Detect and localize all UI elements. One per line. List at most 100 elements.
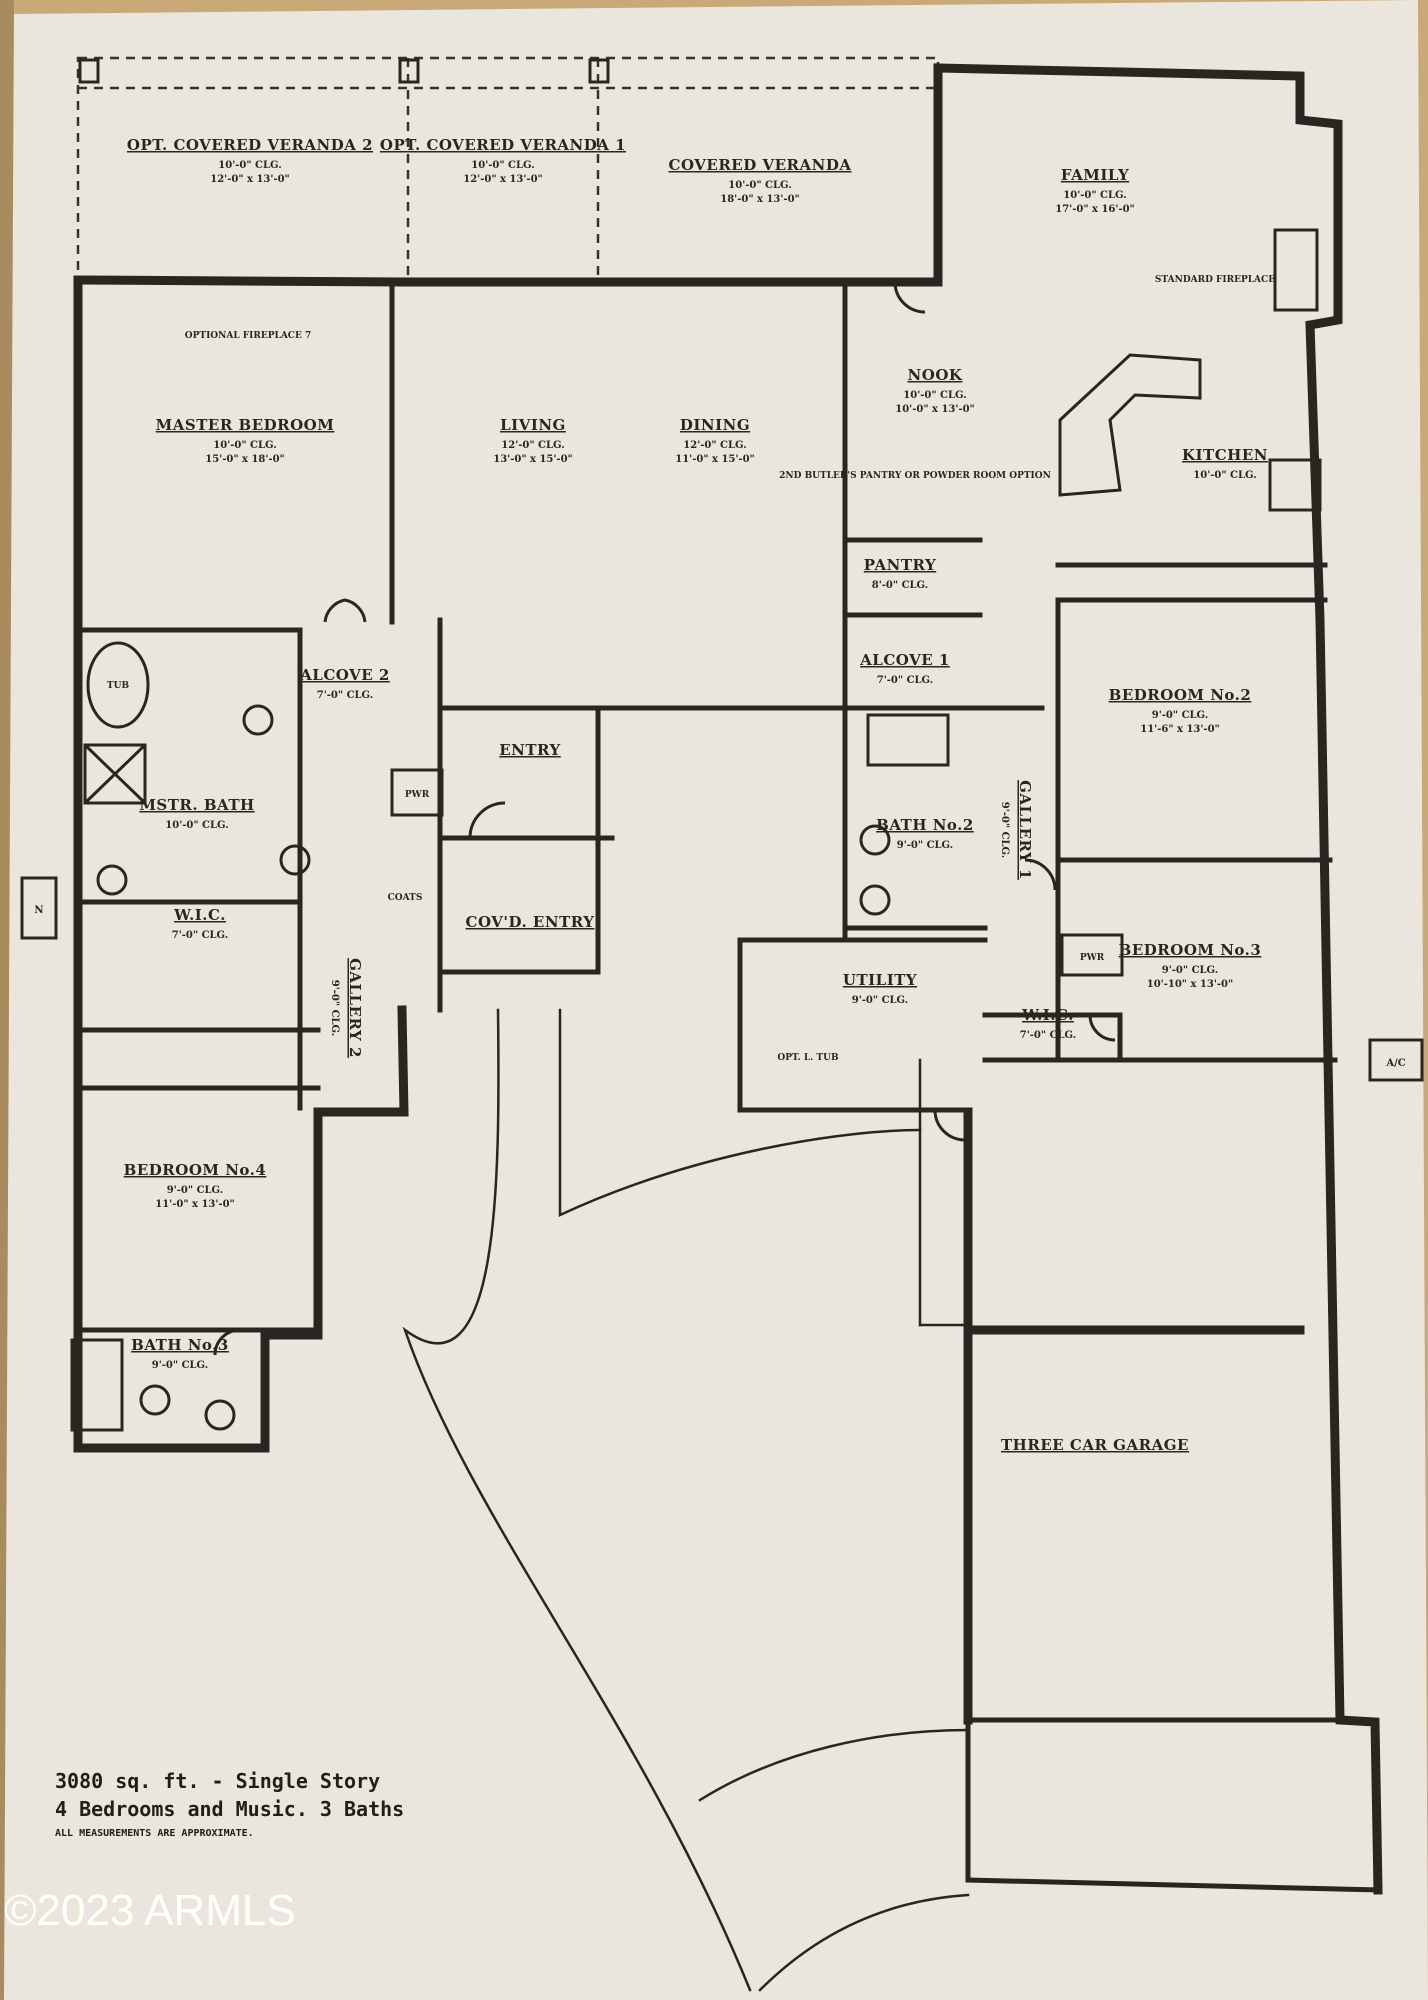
room-name-label: BATH No.3	[131, 1336, 229, 1354]
standard-fireplace-note: STANDARD FIREPLACE	[1155, 275, 1275, 285]
room-utility: UTILITY 9'-0" CLG.	[843, 971, 917, 1006]
room-dims-label: 10'-0" x 13'-0"	[895, 404, 975, 415]
room-veranda-opt-2: OPT. COVERED VERANDA 2 10'-0" CLG. 12'-0" …	[127, 136, 373, 185]
room-name-label: ENTRY	[499, 741, 561, 759]
watermark: ©2023 ARMLS	[4, 1886, 296, 1935]
tub-label: TUB	[107, 681, 130, 691]
room-living: LIVING 12'-0" CLG. 13'-0" x 15'-0"	[493, 416, 573, 465]
room-size-label: 10'-0" CLG.	[903, 390, 966, 401]
room-kitchen: KITCHEN 10'-0" CLG.	[1182, 446, 1268, 481]
room-bedroom-2: BEDROOM No.29'-0" CLG.11'-6" x 13'-0"	[1109, 686, 1251, 735]
room-size-label: 10'-0" CLG.	[728, 180, 791, 191]
summary-line-1: 3080 sq. ft. - Single Story	[55, 1769, 380, 1793]
room-dims-label: 11'-0" x 15'-0"	[675, 454, 755, 465]
paper-shadow-left	[0, 0, 14, 2000]
room-name-label: W.I.C.	[1021, 1006, 1074, 1024]
room-size-label: 10'-0" CLG.	[213, 440, 276, 451]
room-name-label: KITCHEN	[1182, 446, 1268, 464]
summary-line-3: ALL MEASUREMENTS ARE APPROXIMATE.	[55, 1828, 254, 1839]
room-name-label: BEDROOM No.4	[124, 1161, 267, 1179]
room-size-label: 10'-0" CLG.	[471, 160, 534, 171]
room-name-label: MASTER BEDROOM	[156, 416, 335, 434]
room-name-label: W.I.C.	[173, 906, 226, 924]
exterior-walls	[73, 63, 1383, 1895]
room-dining: DINING 12'-0" CLG. 11'-0" x 15'-0"	[675, 416, 755, 465]
room-veranda-opt-1: OPT. COVERED VERANDA 110'-0" CLG.12'-0" …	[380, 136, 626, 185]
room-alcove-1: ALCOVE 1 7'-0" CLG.	[859, 651, 950, 686]
fixtures	[70, 228, 1322, 1432]
room-labels: OPT. COVERED VERANDA 2 10'-0" CLG. 12'-0" …	[124, 136, 1268, 1454]
room-dims-label: 12'-0" x 13'-0"	[210, 174, 290, 185]
room-wic-master: W.I.C. 7'-0" CLG.	[172, 906, 228, 941]
room-size-label: 10'-0" CLG.	[218, 160, 281, 171]
room-entry: ENTRY	[499, 741, 561, 759]
room-gallery-1: GALLERY 19'-0" CLG.	[999, 780, 1034, 880]
opt-tub-label: OPT. L. TUB	[777, 1053, 839, 1063]
room-pantry: PANTRY 8'-0" CLG.	[864, 556, 936, 591]
room-wic-3: W.I.C. 7'-0" CLG.	[1020, 1006, 1076, 1041]
optional-fireplace-note: OPTIONAL FIREPLACE 7	[185, 331, 311, 341]
room-name-label: THREE CAR GARAGE	[1001, 1436, 1189, 1454]
room-size-label: 9'-0" CLG.	[1162, 965, 1218, 976]
room-size-label: 7'-0" CLG.	[317, 690, 373, 701]
room-size-label: 9'-0" CLG.	[852, 995, 908, 1006]
coats-label: COATS	[388, 893, 423, 903]
room-dims-label: 13'-0" x 15'-0"	[493, 454, 573, 465]
room-dims-label: 17'-0" x 16'-0"	[1055, 204, 1135, 215]
doors	[213, 281, 1116, 1356]
room-master: MASTER BEDROOM 10'-0" CLG. 15'-0" x 18'-0"	[156, 416, 335, 465]
room-bath-3: BATH No.39'-0" CLG.	[131, 1336, 229, 1371]
room-bath-2: BATH No.2 9'-0" CLG.	[876, 816, 974, 851]
room-dims-label: 11'-6" x 13'-0"	[1140, 724, 1220, 735]
room-name-label: OPT. COVERED VERANDA 2	[127, 136, 373, 154]
room-dims-label: 15'-0" x 18'-0"	[205, 454, 285, 465]
room-size-label: 7'-0" CLG.	[172, 930, 228, 941]
plan-summary: 3080 sq. ft. - Single Story 4 Bedrooms a…	[55, 1769, 404, 1839]
room-size-label: 9'-0" CLG.	[167, 1185, 223, 1196]
ac-label: A/C	[1385, 1058, 1405, 1069]
room-name-label: UTILITY	[843, 971, 917, 989]
room-name-label: BEDROOM No.3	[1119, 941, 1262, 959]
room-name-label: DINING	[680, 416, 750, 434]
room-name-label: ALCOVE 2	[299, 666, 390, 684]
room-name-label: MSTR. BATH	[139, 796, 254, 814]
room-name-label: BATH No.2	[876, 816, 974, 834]
room-size-label: 7'-0" CLG.	[1020, 1030, 1076, 1041]
pwr-label: PWR	[405, 790, 430, 800]
room-name-label: LIVING	[500, 416, 566, 434]
room-size-label: 8'-0" CLG.	[872, 580, 928, 591]
room-size-label: 9'-0" CLG.	[897, 840, 953, 851]
room-name-label: COVERED VERANDA	[669, 156, 852, 174]
room-name-label: OPT. COVERED VERANDA 1	[380, 136, 626, 154]
driveway	[402, 1008, 970, 1992]
room-size-label: 12'-0" CLG.	[501, 440, 564, 451]
notes: OPTIONAL FIREPLACE 7 STANDARD FIREPLACE …	[20, 275, 1424, 1082]
summary-line-2: 4 Bedrooms and Music. 3 Baths	[55, 1797, 404, 1821]
room-name-label: ALCOVE 1	[859, 651, 950, 669]
room-size-label: 10'-0" CLG.	[1063, 190, 1126, 201]
room-size-label: 12'-0" CLG.	[683, 440, 746, 451]
room-alcove-2: ALCOVE 2 7'-0" CLG.	[299, 666, 390, 701]
room-mstr-bath: MSTR. BATH 10'-0" CLG.	[139, 796, 254, 831]
room-size-label: 9'-0" CLG.	[1152, 710, 1208, 721]
room-size-label: 9'-0" CLG.	[329, 980, 340, 1036]
room-dims-label: 10'-10" x 13'-0"	[1147, 979, 1233, 990]
room-garage: THREE CAR GARAGE	[1001, 1436, 1189, 1454]
butler-pantry-note: 2ND BUTLER'S PANTRY OR POWDER ROOM OPTIO…	[779, 471, 1051, 481]
room-dims-label: 11'-0" x 13'-0"	[155, 1199, 235, 1210]
room-covd-entry: COV'D. ENTRY	[466, 913, 594, 931]
room-gallery-2: GALLERY 2 9'-0" CLG.	[329, 958, 364, 1058]
room-size-label: 7'-0" CLG.	[877, 675, 933, 686]
room-name-label: PANTRY	[864, 556, 936, 574]
room-name-label: GALLERY 2	[346, 958, 364, 1058]
room-size-label: 10'-0" CLG.	[1193, 470, 1256, 481]
north-marker: N	[34, 905, 43, 916]
room-bedroom-3: BEDROOM No.3 9'-0" CLG. 10'-10" x 13'-0"	[1119, 941, 1262, 990]
room-size-label: 9'-0" CLG.	[999, 802, 1010, 858]
pwr-label-2: PWR	[1080, 953, 1105, 963]
room-size-label: 10'-0" CLG.	[165, 820, 228, 831]
